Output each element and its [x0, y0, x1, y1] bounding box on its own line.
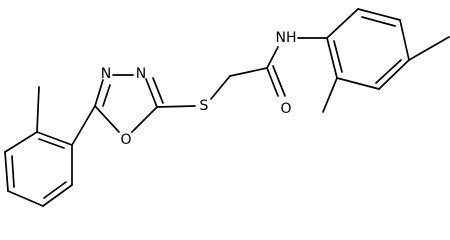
- bond: [378, 59, 410, 90]
- bond: [42, 184, 73, 207]
- aromatic-bond: [38, 138, 65, 149]
- bond: [326, 37, 338, 79]
- carbonyl-bond: [272, 65, 286, 97]
- methyl-bond: [36, 86, 40, 133]
- sulfur-label: S: [200, 98, 209, 114]
- bond: [210, 75, 231, 100]
- double-bond: [102, 84, 111, 107]
- bond: [266, 46, 279, 69]
- bond: [94, 105, 120, 133]
- ring-oxygen-label: O: [120, 132, 131, 148]
- bond: [7, 190, 44, 207]
- bond: [4, 151, 9, 192]
- aromatic-bond: [11, 155, 15, 188]
- carbonyl-bond: [266, 67, 279, 97]
- dimethylphenyl-ring: [322, 8, 450, 113]
- acetamide-linker: [156, 37, 328, 108]
- bond: [336, 77, 380, 90]
- oxadiazole-ring: [94, 74, 164, 133]
- ring-nitrogen-label: N: [101, 66, 111, 82]
- atom-labels: NH O S N N O: [101, 30, 297, 148]
- bond: [94, 79, 104, 107]
- ring-nitrogen-label: N: [136, 66, 146, 82]
- methylphenyl-ring: [4, 86, 96, 207]
- bond: [131, 106, 158, 133]
- bond: [36, 131, 73, 146]
- bond: [145, 78, 158, 108]
- bond: [4, 131, 38, 153]
- aromatic-bond: [43, 181, 67, 199]
- nh-label: NH: [276, 30, 297, 46]
- molecule-drawing: NH O S N N O: [4, 8, 450, 207]
- carbonyl-oxygen-label: O: [280, 101, 291, 117]
- aromatic-bond: [361, 16, 396, 27]
- structure-canvas: NH O S N N O: [4, 8, 450, 207]
- methyl-bond: [408, 36, 450, 61]
- bond: [156, 105, 196, 108]
- bond: [357, 8, 401, 21]
- methyl-bond: [322, 77, 338, 113]
- bond: [71, 105, 96, 146]
- double-bond: [152, 77, 164, 104]
- bond: [229, 67, 268, 77]
- bond: [399, 19, 410, 61]
- bond: [326, 8, 359, 39]
- aromatic-bond: [333, 40, 343, 73]
- aromatic-bond: [375, 59, 402, 84]
